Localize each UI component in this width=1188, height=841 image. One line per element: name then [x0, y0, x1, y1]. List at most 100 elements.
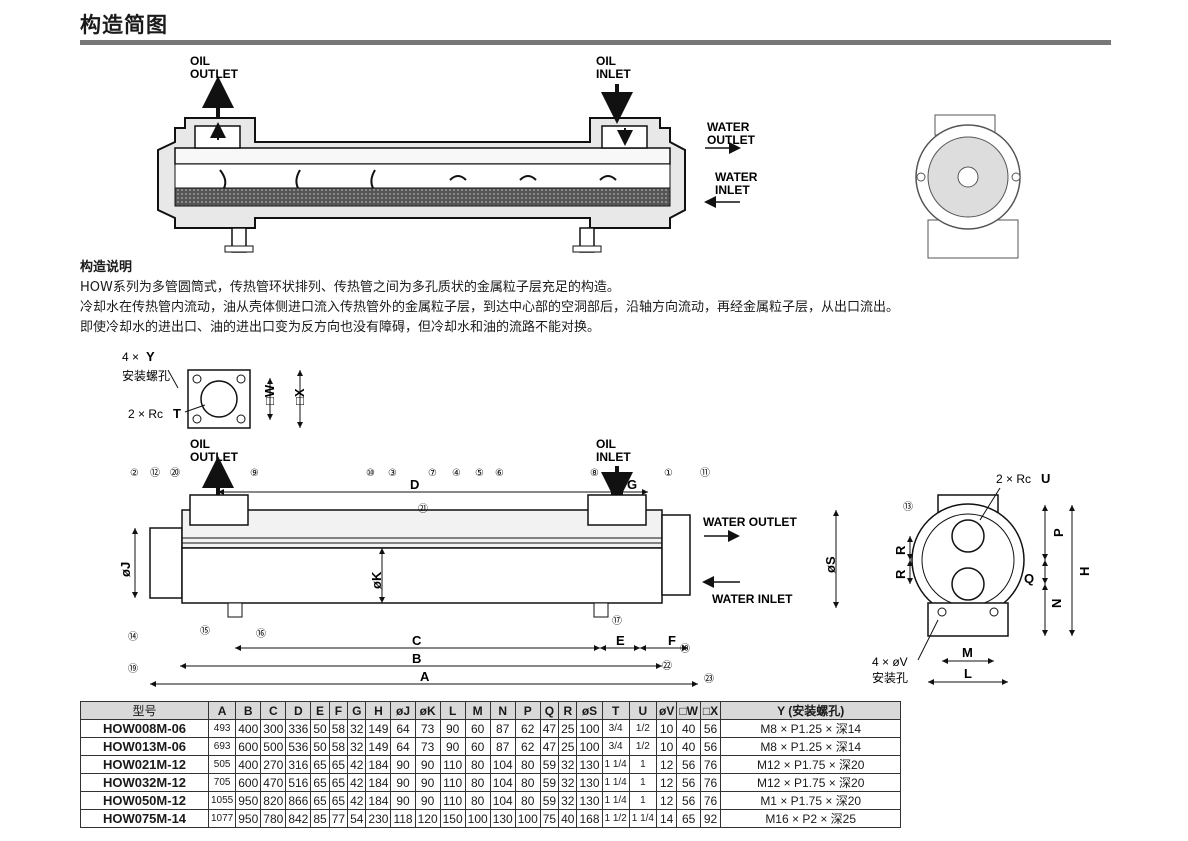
table-cell: 64: [390, 719, 416, 738]
table-cell: 1 1/4: [601, 773, 630, 792]
table-cell: M8 × P1.25 × 深14: [720, 737, 902, 756]
table-cell: 90: [414, 755, 441, 774]
table-cell: 59: [539, 773, 560, 792]
table-cell: 130: [576, 791, 603, 810]
table-cell: 505: [207, 755, 237, 774]
dd-oil-outlet-1: OIL: [190, 437, 210, 451]
table-cell: 1: [628, 773, 658, 792]
callout-1: ①: [664, 468, 673, 479]
col-header: L: [439, 701, 466, 720]
table-cell: 10: [655, 719, 678, 738]
table-cell: 100: [576, 719, 603, 738]
dim-b: B: [412, 651, 421, 666]
table-cell: M16 × P2 × 深25: [720, 809, 902, 828]
table-cell: 1 1/2: [601, 809, 630, 828]
table-cell-model: HOW008M-06: [80, 719, 209, 738]
table-cell: M12 × P1.75 × 深20: [720, 773, 902, 792]
table-cell: 56: [676, 755, 701, 774]
table-cell: 32: [558, 791, 578, 810]
callout-5: ⑤: [475, 468, 484, 479]
description-subheading: 构造说明: [80, 260, 133, 275]
table-cell: 56: [699, 737, 722, 756]
table-cell: 58: [328, 737, 349, 756]
table-cell: 600: [235, 737, 262, 756]
dim-s: øS: [823, 556, 838, 573]
table-cell: 73: [414, 719, 441, 738]
table-cell: 32: [558, 773, 578, 792]
table-cell: 50: [310, 719, 330, 738]
dd-oil-inlet-1: OIL: [596, 437, 616, 451]
foot-hole-text: 安装孔: [872, 670, 908, 685]
callout-13: ⑬: [903, 501, 913, 513]
table-cell: 400: [235, 719, 262, 738]
col-header: 型号: [80, 701, 209, 720]
dd-end-view: [911, 494, 1025, 637]
table-cell: 87: [489, 737, 516, 756]
table-cell: 400: [235, 755, 262, 774]
table-cell: 25: [558, 719, 578, 738]
dd-water-outlet: WATER OUTLET: [703, 515, 797, 529]
table-cell: 100: [464, 809, 491, 828]
col-header: Q: [539, 701, 560, 720]
page-heading: 构造简图: [80, 13, 168, 37]
port-t-prefix: 2 × Rc: [128, 407, 163, 421]
table-cell: 65: [310, 755, 330, 774]
table-cell: 54: [347, 809, 367, 828]
table-cell: 80: [514, 755, 541, 774]
dim-d: D: [410, 477, 419, 492]
table-cell: 14: [655, 809, 678, 828]
callout-16: ⑯: [256, 628, 266, 640]
dim-a: A: [420, 669, 430, 684]
dim-k: øK: [369, 571, 384, 589]
table-cell: 56: [676, 773, 701, 792]
table-cell-model: HOW013M-06: [80, 737, 209, 756]
col-header: M: [464, 701, 491, 720]
table-cell: 780: [260, 809, 287, 828]
table-cell: 104: [489, 755, 516, 774]
dd-oil-outlet-2: OUTLET: [190, 450, 239, 464]
dim-m: M: [962, 645, 973, 660]
table-cell: 80: [514, 773, 541, 792]
table-cell: 92: [699, 809, 722, 828]
col-header: D: [285, 701, 312, 720]
table-cell: 47: [539, 737, 560, 756]
side-dimensions: D G C E F B A øJ øK øS: [118, 477, 839, 687]
table-cell: 10: [655, 737, 678, 756]
col-header: A: [207, 701, 237, 720]
table-cell: 59: [539, 755, 560, 774]
description-block: 构造说明 HOW系列为多管圆筒式，传热管环状排列、传热管之间为多孔质状的金属粒子…: [80, 258, 1120, 338]
table-cell: 118: [390, 809, 416, 828]
col-header: G: [347, 701, 367, 720]
description-line: 即使冷却水的进出口、油的进出口变为反方向也没有障碍，但冷却水和油的流路不能对换。: [80, 320, 601, 335]
dim-j: øJ: [118, 562, 133, 577]
dim-h: H: [1077, 567, 1092, 576]
table-cell: 536: [285, 737, 312, 756]
table-cell: 130: [489, 809, 516, 828]
callout-3: ③: [388, 468, 397, 479]
water-outlet-label-1: WATER: [707, 120, 750, 134]
dd-oil-inlet-2: INLET: [596, 450, 631, 464]
port-t-sym: T: [173, 406, 181, 421]
table-cell: 76: [699, 773, 722, 792]
col-header: øV: [655, 701, 678, 720]
dim-r1: R: [893, 545, 908, 555]
table-cell: 1077: [207, 809, 237, 828]
table-cell-model: HOW021M-12: [80, 755, 209, 774]
table-cell: 65: [328, 791, 349, 810]
flange-detail: 4 × Y 安装螺孔 2 × Rc T □W □X: [122, 349, 307, 429]
end-dimensions: R R P Q N H M L: [893, 505, 1092, 685]
callout-18: ⑱: [680, 643, 690, 655]
construction-schematic: OIL OUTLET OIL INLET WATER OUTLET WATER …: [157, 54, 1021, 259]
col-header: F: [328, 701, 349, 720]
table-cell: 80: [464, 773, 491, 792]
table-cell: 470: [260, 773, 287, 792]
dim-n: N: [1049, 599, 1064, 608]
table-cell: 65: [310, 791, 330, 810]
table-cell: 90: [439, 737, 466, 756]
table-cell: M1 × P1.75 × 深20: [720, 791, 902, 810]
oil-inlet-label-2: INLET: [596, 67, 631, 81]
dim-f: F: [668, 633, 676, 648]
